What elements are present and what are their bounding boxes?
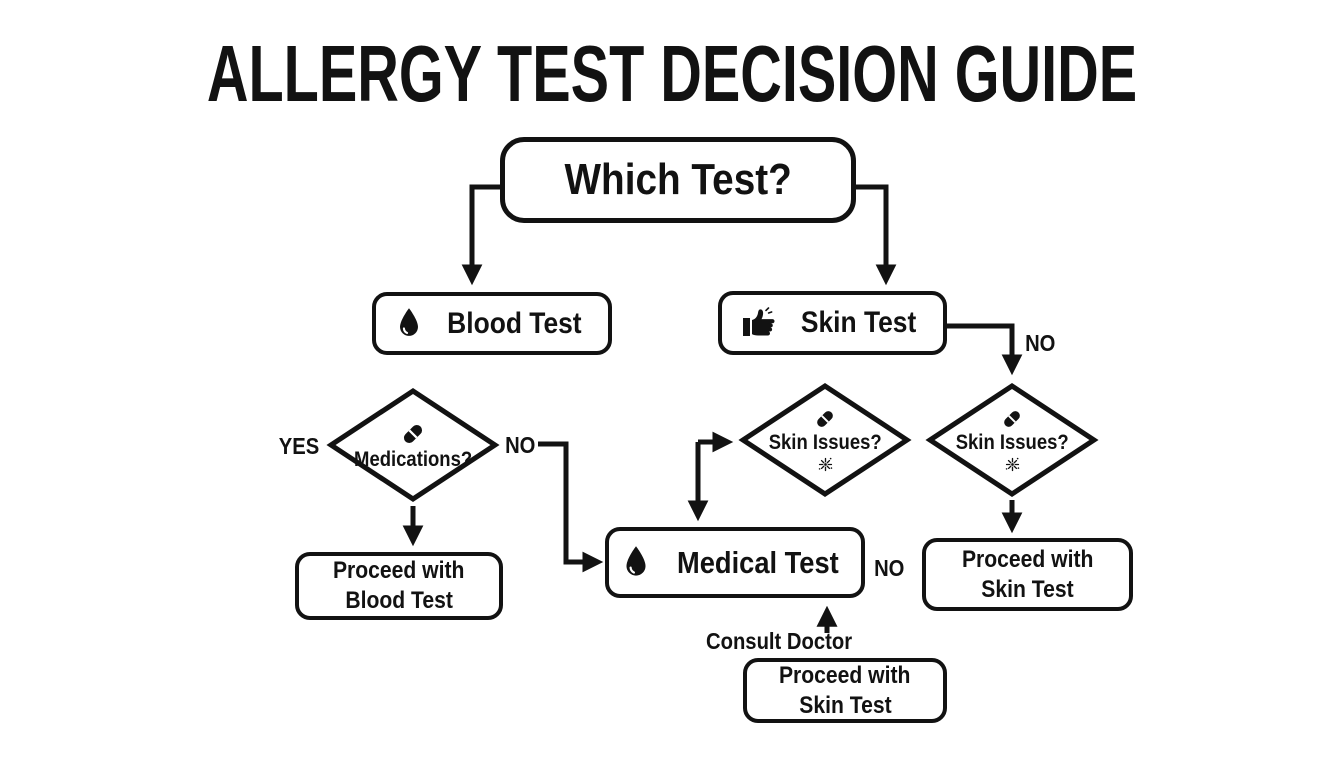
edge-label-no-skin-test: NO [1025,330,1056,356]
pill-icon [398,419,428,449]
node-medications: Medications? [325,383,501,507]
allergen-splat-icon [816,455,835,474]
pill-icon [999,406,1025,432]
proceed-blood-line1: Proceed with [333,557,465,584]
node-skin-test: Skin Test [718,291,947,355]
node-proceed-skin-test-bottom: Proceed with Skin Test [743,658,947,723]
node-proceed-blood-test: Proceed with Blood Test [295,552,503,620]
pill-icon [812,406,838,432]
blood-drop-icon [620,545,652,581]
node-skin-issues-right: Skin Issues? [924,378,1100,502]
node-proceed-skin-test-right: Proceed with Skin Test [922,538,1133,611]
edge-skintest-skinissues-right [947,323,1023,376]
consult-doctor-label: Consult Doctor [705,628,853,654]
page-title: ALLERGY TEST DECISION GUIDE [206,29,1138,118]
proceed-skin-bottom-line1: Proceed with [779,661,911,689]
proceed-skin-bottom-line2: Skin Test [798,691,892,719]
node-medical-test: Medical Test [605,527,865,598]
proceed-skin-right-line1: Proceed with [961,545,1094,573]
proceed-skin-right-line2: Skin Test [981,575,1074,603]
medications-label: Medications? [353,447,473,471]
proceed-blood-line2: Blood Test [345,587,453,614]
node-skin-issues-left: Skin Issues? [737,378,913,502]
edge-whichtest-bloodtest [461,184,500,286]
blood-drop-icon [394,307,424,341]
which-test-label: Which Test? [564,155,792,204]
edge-label-no-medications: NO [505,432,536,458]
edge-medications-no-medicaltest [538,441,604,573]
medical-test-label: Medical Test [677,544,839,580]
node-which-test: Which Test? [500,137,856,223]
thumbs-up-icon [741,307,779,339]
node-blood-test: Blood Test [372,292,612,355]
edge-label-yes: YES [278,433,320,459]
allergen-splat-icon [1003,455,1022,474]
skin-test-label: Skin Test [800,306,917,339]
skin-issues-right-label: Skin Issues? [955,431,1069,455]
edge-whichtest-skintest [856,184,897,286]
edge-label-no-medical-test: NO [874,555,905,581]
skin-issues-left-label: Skin Issues? [768,431,882,455]
blood-test-label: Blood Test [446,306,582,340]
